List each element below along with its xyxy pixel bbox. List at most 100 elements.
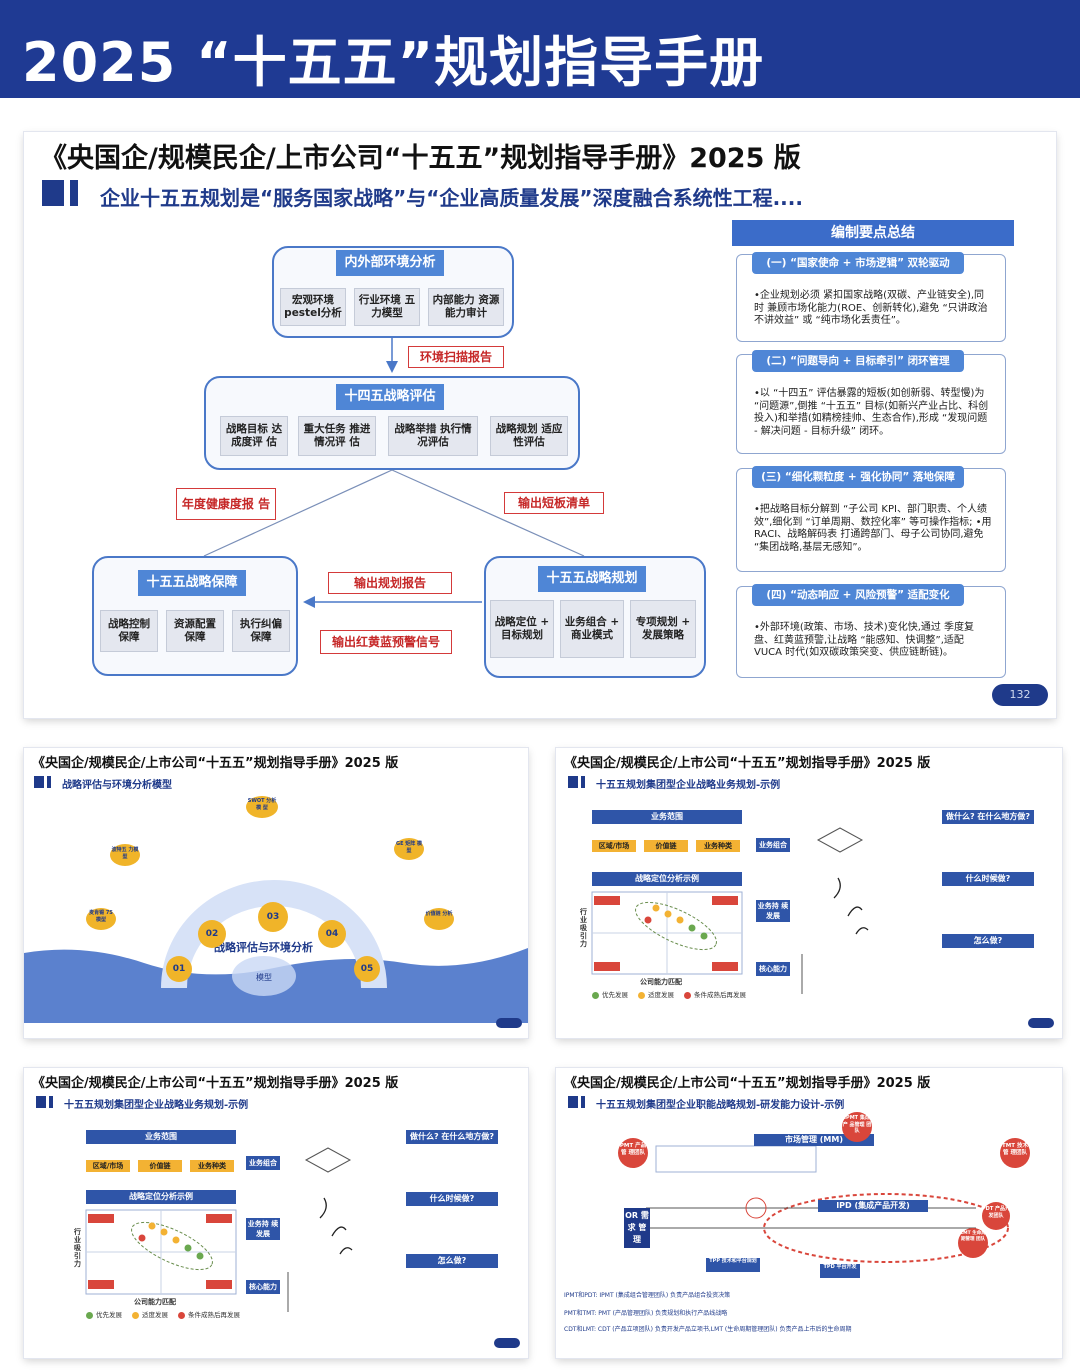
slide5-pdt-badge: PDT 产品开 发团队 (982, 1202, 1010, 1230)
plan15-title: 十五五战略规划 (538, 566, 646, 592)
thumb-slide-business-1: 《央国企/规模民企/上市公司“十五五”规划指导手册》2025 版 十五五规划集团… (556, 748, 1062, 1038)
env-analysis-title: 内外部环境分析 (336, 250, 444, 276)
slide4-title: 《央国企/规模民企/上市公司“十五五”规划指导手册》2025 版 (32, 1076, 399, 1091)
slide5-tpp-box: TPP 技术和平台规划 (706, 1258, 760, 1272)
thumb-slide-evaluation: 《央国企/规模民企/上市公司“十五五”规划指导手册》2025 版 战略评估与环境… (24, 748, 528, 1038)
slide3-legend-3: 条件成熟后再发展 (694, 991, 746, 999)
slide3-scope-chain: 价值链 (644, 840, 688, 852)
summary-label-2: (二) “问题导向 + 目标牵引” 闭环管理 (752, 350, 964, 372)
header-banner: 2025 “十五五”规划指导手册 (0, 0, 1080, 98)
slide4-scope-head: 业务范围 (86, 1130, 236, 1144)
slide3-red-tag-3 (594, 962, 620, 971)
slide3-q1: 做什么? 在什么地方做? (942, 810, 1034, 824)
env-report-label: 环境扫描报告 (408, 346, 504, 368)
slide3-matrix (591, 827, 869, 994)
slide3-legend-1: 优先发展 (602, 991, 628, 999)
eval14-item-goal: 战略目标 达成度评 估 (220, 416, 288, 456)
tag-porter-badge: 波特五 力模型 (110, 844, 140, 866)
tag-ge-badge: GE 矩阵 模型 (394, 838, 424, 860)
step-03-badge: 03 (258, 902, 288, 932)
slide3-position-head: 战略定位分析示例 (592, 872, 742, 886)
slide5-mm-head: 市场管理 (MM) (754, 1134, 874, 1146)
slide3-scope-head: 业务范围 (592, 810, 742, 824)
slide4-red-tag-3 (88, 1280, 114, 1289)
step-02-badge: 02 (198, 920, 226, 948)
guarantee-item-control: 战略控制 保障 (100, 610, 158, 652)
eval14-title: 十四五战略评估 (336, 384, 444, 410)
summary-label-4: (四) “动态响应 + 风险预警” 适配变化 (752, 584, 964, 606)
warning-label: 输出红黄蓝预警信号 (320, 630, 452, 654)
plan-report-label: 输出规划报告 (328, 572, 452, 594)
slide4-legend-dot-2 (132, 1312, 139, 1319)
slide4-position-head: 战略定位分析示例 (86, 1190, 236, 1204)
slide4-legend-dot-3 (178, 1312, 185, 1319)
slide4-label-core: 核心能力 (246, 1280, 280, 1294)
step-05-badge: 05 (354, 956, 380, 982)
slide5-subtitle: 十五五规划集团型企业职能战略规划-研发能力设计-示例 (596, 1100, 845, 1111)
slide4-red-tag-2 (206, 1214, 232, 1223)
slide3-red-tag-4 (712, 962, 738, 971)
env-item-internal: 内部能力 资源能力审计 (428, 288, 504, 326)
guarantee-item-resource: 资源配置 保障 (166, 610, 224, 652)
flow-connectors (203, 312, 585, 608)
slide4-subtitle: 十五五规划集团型企业战略业务规划-示例 (64, 1100, 249, 1111)
summary-title: 编制要点总结 (732, 220, 1014, 246)
slide4-page-badge (494, 1338, 520, 1348)
subtitle-bar-icon (42, 180, 64, 206)
slide3-scope-region: 区域/市场 (592, 840, 636, 852)
slide5-title: 《央国企/规模民企/上市公司“十五五”规划指导手册》2025 版 (564, 1076, 931, 1091)
slide5-tmt-badge: TMT 技术管 理团队 (1000, 1138, 1030, 1168)
slide4-scope-type: 业务种类 (190, 1160, 234, 1172)
tag-value-chain-badge: 价值链 分析 (424, 908, 454, 930)
slide5-bar-icon-2 (581, 1096, 585, 1108)
summary-text-1: •企业规划必须 紧扣国家战略(双碳、产业链安全),同时 兼顾市场化能力(ROE、… (754, 290, 988, 326)
slide3-x-axis: 公司能力匹配 (640, 978, 682, 986)
slide4-bar-icon (36, 1096, 46, 1108)
slide4-bar-icon-2 (49, 1096, 53, 1108)
subtitle-bar-icon-2 (70, 180, 78, 206)
slide3-scope-type: 业务种类 (696, 840, 740, 852)
slide5-footer-1: IPMT和PDT: IPMT (集成组合管理团队) 负责产品组合投资决策 (564, 1292, 731, 1299)
slide2-model-label: 模型 (256, 973, 272, 982)
eval14-item-adapt: 战略规划 适应性评估 (490, 416, 568, 456)
step-01-badge: 01 (166, 956, 192, 982)
slide3-subtitle: 十五五规划集团型企业战略业务规划-示例 (596, 780, 781, 791)
slide4-x-axis: 公司能力匹配 (134, 1298, 176, 1306)
slide5-tpd-box: TPD 平台开发 (820, 1264, 860, 1278)
summary-text-3: •把战略目标分解到 “子公司 KPI、部门职责、个人绩效”,细化到 “订单周期、… (754, 504, 992, 553)
slide2-bar-icon (34, 776, 44, 788)
slide2-center-label: 战略评估与环境分析 (214, 941, 313, 954)
slide2-title: 《央国企/规模民企/上市公司“十五五”规划指导手册》2025 版 (32, 756, 399, 771)
shortboard-label: 输出短板清单 (504, 492, 604, 514)
slide3-bar-icon-2 (581, 776, 585, 788)
summary-text-2: •以 “十四五” 评估暴露的短板(如创新弱、转型慢)为 “问题源”,倒推 “十五… (754, 388, 989, 437)
slide3-legend-dot-3 (684, 992, 691, 999)
slide2-subtitle: 战略评估与环境分析模型 (62, 780, 172, 791)
slide3-label-core: 核心能力 (756, 962, 790, 976)
main-slide-subtitle: 企业十五五规划是“服务国家战略”与“企业高质量发展”深度融合系统性工程.... (100, 186, 803, 210)
slide3-label-sustain: 业务持 续发展 (756, 900, 790, 922)
evaluation-arc-graphic (24, 880, 528, 1023)
plan15-item-position: 战略定位 + 目标规划 (490, 600, 554, 658)
slide5-ipd-head: IPD (集成产品开发) (818, 1200, 928, 1212)
slide3-y-axis: 行业吸引力 (580, 908, 587, 948)
health-report-label: 年度健康度报 告 (176, 488, 276, 520)
plan15-item-portfolio: 业务组合 + 商业模式 (560, 600, 624, 658)
env-item-industry: 行业环境 五力模型 (354, 288, 420, 326)
slide3-q2: 什么时候做? (942, 872, 1034, 886)
slide3-bar-icon (568, 776, 578, 788)
slide4-scope-chain: 价值链 (138, 1160, 182, 1172)
step-04-badge: 04 (318, 920, 346, 948)
slide4-matrix (85, 1147, 353, 1312)
slide3-red-tag-2 (712, 896, 738, 905)
thumb-slide-rd: 《央国企/规模民企/上市公司“十五五”规划指导手册》2025 版 十五五规划集团… (556, 1068, 1062, 1358)
slide5-pmt-badge: PMT 产品管 理团队 (618, 1138, 648, 1168)
slide3-label-portfolio: 业务组合 (756, 838, 790, 852)
tag-swot-badge: SWOT 分析模 型 (246, 796, 278, 818)
slide5-or-box: OR 需求 管理 (624, 1208, 650, 1248)
slide4-red-tag-4 (206, 1280, 232, 1289)
banner-title: 2025 “十五五”规划指导手册 (22, 31, 765, 94)
main-slide: 《央国企/规模民企/上市公司“十五五”规划指导手册》2025 版 企业十五五规划… (24, 132, 1056, 718)
slide4-legend-3: 条件成熟后再发展 (188, 1311, 240, 1319)
tag-7s-badge: 麦肯锡 7S 模型 (86, 908, 116, 930)
